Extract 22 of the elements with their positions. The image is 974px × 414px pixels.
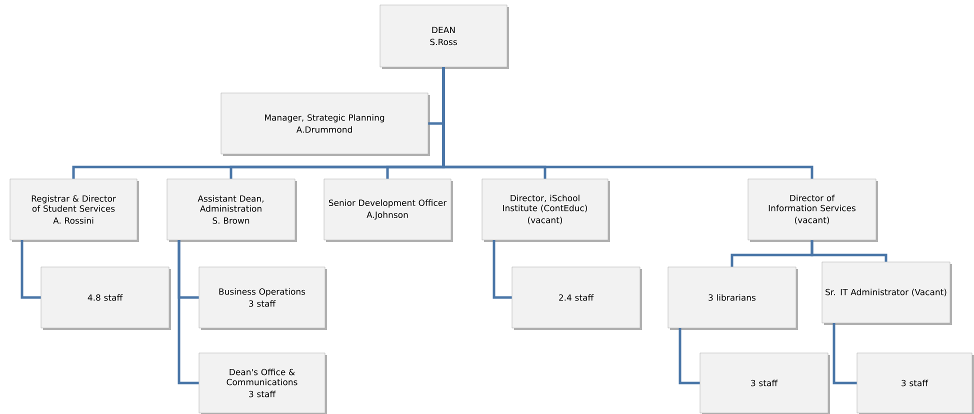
org-box: Assistant Dean, Administration S. Brown: [166, 178, 297, 242]
org-box: Director, iSchool Institute (ContEduc) (vacant): [482, 178, 610, 242]
connector-line: [442, 67, 814, 179]
org-box: Sr. IT Administrator (Vacant): [822, 262, 952, 325]
org-box: DEAN S.Ross: [380, 4, 509, 69]
connector-line: [492, 240, 512, 299]
org-box: 3 staff: [856, 352, 974, 414]
connector-line: [178, 240, 199, 384]
connector-line: [20, 240, 41, 299]
connector-line: [678, 328, 700, 384]
connector-line: [810, 240, 888, 262]
org-box: Senior Development Officer A.Johnson: [324, 178, 453, 242]
org-box: Registrar & Director of Student Services A. Rossini: [10, 178, 140, 242]
org-box: 3 librarians: [668, 266, 798, 330]
org-box: Manager, Strategic Planning A.Drummond: [220, 92, 430, 156]
org-box: Business Operations 3 staff: [198, 266, 327, 330]
org-box: 3 staff: [700, 352, 830, 414]
org-box: Director of Information Services (vacant): [748, 178, 878, 242]
org-box: Dean's Office & Communications 3 staff: [198, 352, 327, 414]
org-box: 4.8 staff: [40, 266, 171, 330]
org-box: 2.4 staff: [512, 266, 642, 330]
connector-line: [832, 323, 857, 384]
